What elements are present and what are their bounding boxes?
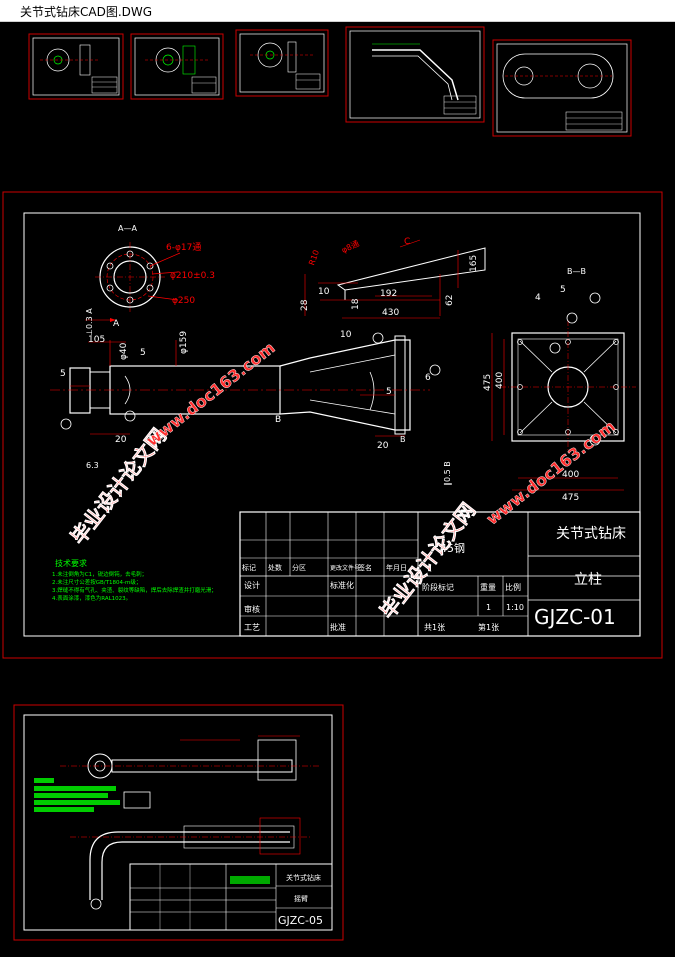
label-b: B xyxy=(275,415,281,425)
bottom-drawing-sheet[interactable]: 关节式钻床 摇臂 GJZC-05 xyxy=(13,704,344,941)
column-side-view: A 105 φ40 5 φ159 5 10 5 20 20 B 6.3 ⊥0.3… xyxy=(50,308,452,486)
window-title: 关节式钻床CAD图.DWG xyxy=(20,5,153,19)
dim-20b: 20 xyxy=(377,441,389,451)
hole-note: 6-φ17通 xyxy=(166,242,201,253)
base-plate-view-b-b: B—B 475 400 400 475 4 xyxy=(60,267,636,503)
watermark-left-url-text: www.doc163.com xyxy=(142,338,278,450)
dim-5b: 5 xyxy=(60,369,66,379)
tech-line-1: 1.未注倒角为C1，锐边倒钝，去毛刺； xyxy=(52,570,147,578)
tb-part-name: 立柱 xyxy=(574,572,602,588)
tb-role-review: 审核 xyxy=(244,604,260,614)
dim-105: 105 xyxy=(88,335,105,345)
window-titlebar: 关节式钻床CAD图.DWG xyxy=(0,0,675,22)
dim-62: 62 xyxy=(445,295,455,306)
tb-role-process: 工艺 xyxy=(244,623,260,632)
main-drawing-sheet[interactable]: A—A 6-φ17通 φ210±0.3 φ250 xyxy=(2,191,663,659)
pcd-note: φ210±0.3 xyxy=(170,271,215,281)
tech-line-4: 4.表面涂漆，漆色为RAL1023。 xyxy=(52,594,131,602)
tb-role-standard: 标准化 xyxy=(330,580,354,590)
tb-scale: 1:10 xyxy=(506,603,524,612)
label-a: A xyxy=(113,319,120,329)
tb-header-date: 年月日 xyxy=(386,563,407,572)
bottom-part-name: 摇臂 xyxy=(294,894,308,903)
tb-col-stage: 阶段标记 xyxy=(422,582,454,592)
title-block: 标记 处数 分区 更改文件号 签名 年月日 设计 审核 工艺 标准化 批准 45… xyxy=(239,511,641,637)
tb-role-design: 设计 xyxy=(244,580,260,590)
tolerance-perp: ⊥0.3 A xyxy=(85,308,94,336)
label-b2: B xyxy=(400,435,406,444)
dim-475a: 475 xyxy=(483,374,493,391)
bore-note: φ250 xyxy=(172,296,195,306)
dim-18: 18 xyxy=(351,298,361,310)
roughness-6-3: 6.3 xyxy=(86,461,99,470)
dim-165: 165 xyxy=(469,255,479,272)
dim-5a: 5 xyxy=(140,348,146,358)
bottom-drawing-code: GJZC-05 xyxy=(278,914,323,927)
tb-header-doc: 更改文件号 xyxy=(330,564,360,572)
tb-role-approve: 批准 xyxy=(330,622,346,632)
tb-sheet-num: 第1张 xyxy=(478,622,499,632)
tb-material: 45钢 xyxy=(440,542,465,555)
tb-qty: 1 xyxy=(486,603,491,612)
dim-phi8: φ8通 xyxy=(340,238,361,255)
dim-192: 192 xyxy=(380,289,397,299)
tb-header-mark: 标记 xyxy=(242,563,256,572)
technical-requirements: 技术要求 1.未注倒角为C1，锐边倒钝，去毛刺； 2.未注尺寸公差按GB/T18… xyxy=(52,558,217,602)
watermark-right-text: 毕业设计论文网 xyxy=(375,498,480,623)
tb-col-scale: 比例 xyxy=(505,582,521,592)
dim-6: 6 xyxy=(425,373,431,383)
dim-phi40: φ40 xyxy=(119,342,129,360)
tb-col-weight: 重量 xyxy=(480,582,496,592)
flange-view-a-a: A—A 6-φ17通 φ210±0.3 φ250 xyxy=(95,224,215,312)
dim-10b: 10 xyxy=(340,330,352,340)
tb-sheet-total: 共1张 xyxy=(424,623,445,632)
tb-product-name: 关节式钻床 xyxy=(556,526,626,542)
tech-line-2: 2.未注尺寸公差按GB/T1804-m级； xyxy=(52,578,141,586)
tolerance-parallel: ∥0.5 B xyxy=(443,461,452,486)
section-label-a-a: A—A xyxy=(118,224,137,233)
dim-5c: 5 xyxy=(386,387,392,397)
tb-header-zone: 分区 xyxy=(292,563,306,572)
section-label-b-b: B—B xyxy=(567,267,586,276)
tech-title: 技术要求 xyxy=(55,558,87,568)
tb-header-sign: 签名 xyxy=(358,563,372,572)
thumbnail-sheet-1[interactable] xyxy=(28,33,124,100)
dim-400b: 400 xyxy=(562,470,579,480)
dim-phi159: φ159 xyxy=(179,331,189,354)
tech-line-3: 3.焊缝不得有气孔、夹渣、裂纹等缺陷，焊后去除焊渣并打磨光滑； xyxy=(52,586,217,594)
thumbnail-sheet-3[interactable] xyxy=(235,29,329,97)
label-c: C xyxy=(404,237,410,247)
bottom-product-name: 关节式钻床 xyxy=(286,873,321,882)
thumbnail-sheet-4[interactable] xyxy=(345,26,485,123)
tb-drawing-code: GJZC-01 xyxy=(534,605,616,629)
dim-20a: 20 xyxy=(115,435,127,445)
dim-4a: 4 xyxy=(535,293,541,303)
watermark-left-url: www.doc163.com xyxy=(142,338,279,451)
watermark-right: 毕业设计论文网 xyxy=(375,498,481,624)
bottom-title-block: 关节式钻床 摇臂 GJZC-05 xyxy=(129,863,333,931)
cad-canvas[interactable]: A—A 6-φ17通 φ210±0.3 φ250 xyxy=(0,22,675,953)
dim-28: 28 xyxy=(300,299,310,311)
dim-r10: R10 xyxy=(307,249,321,267)
dim-5d: 5 xyxy=(560,285,566,295)
dim-475b: 475 xyxy=(562,493,579,503)
dim-400a: 400 xyxy=(495,372,505,389)
dim-430: 430 xyxy=(382,308,399,318)
dim-10: 10 xyxy=(318,287,330,297)
thumbnail-sheet-5[interactable] xyxy=(492,39,632,137)
bracket-view-c: R10 φ8通 C 10 28 18 192 430 62 165 xyxy=(300,237,486,319)
tb-header-count: 处数 xyxy=(268,563,282,572)
thumbnail-sheet-2[interactable] xyxy=(130,33,224,100)
